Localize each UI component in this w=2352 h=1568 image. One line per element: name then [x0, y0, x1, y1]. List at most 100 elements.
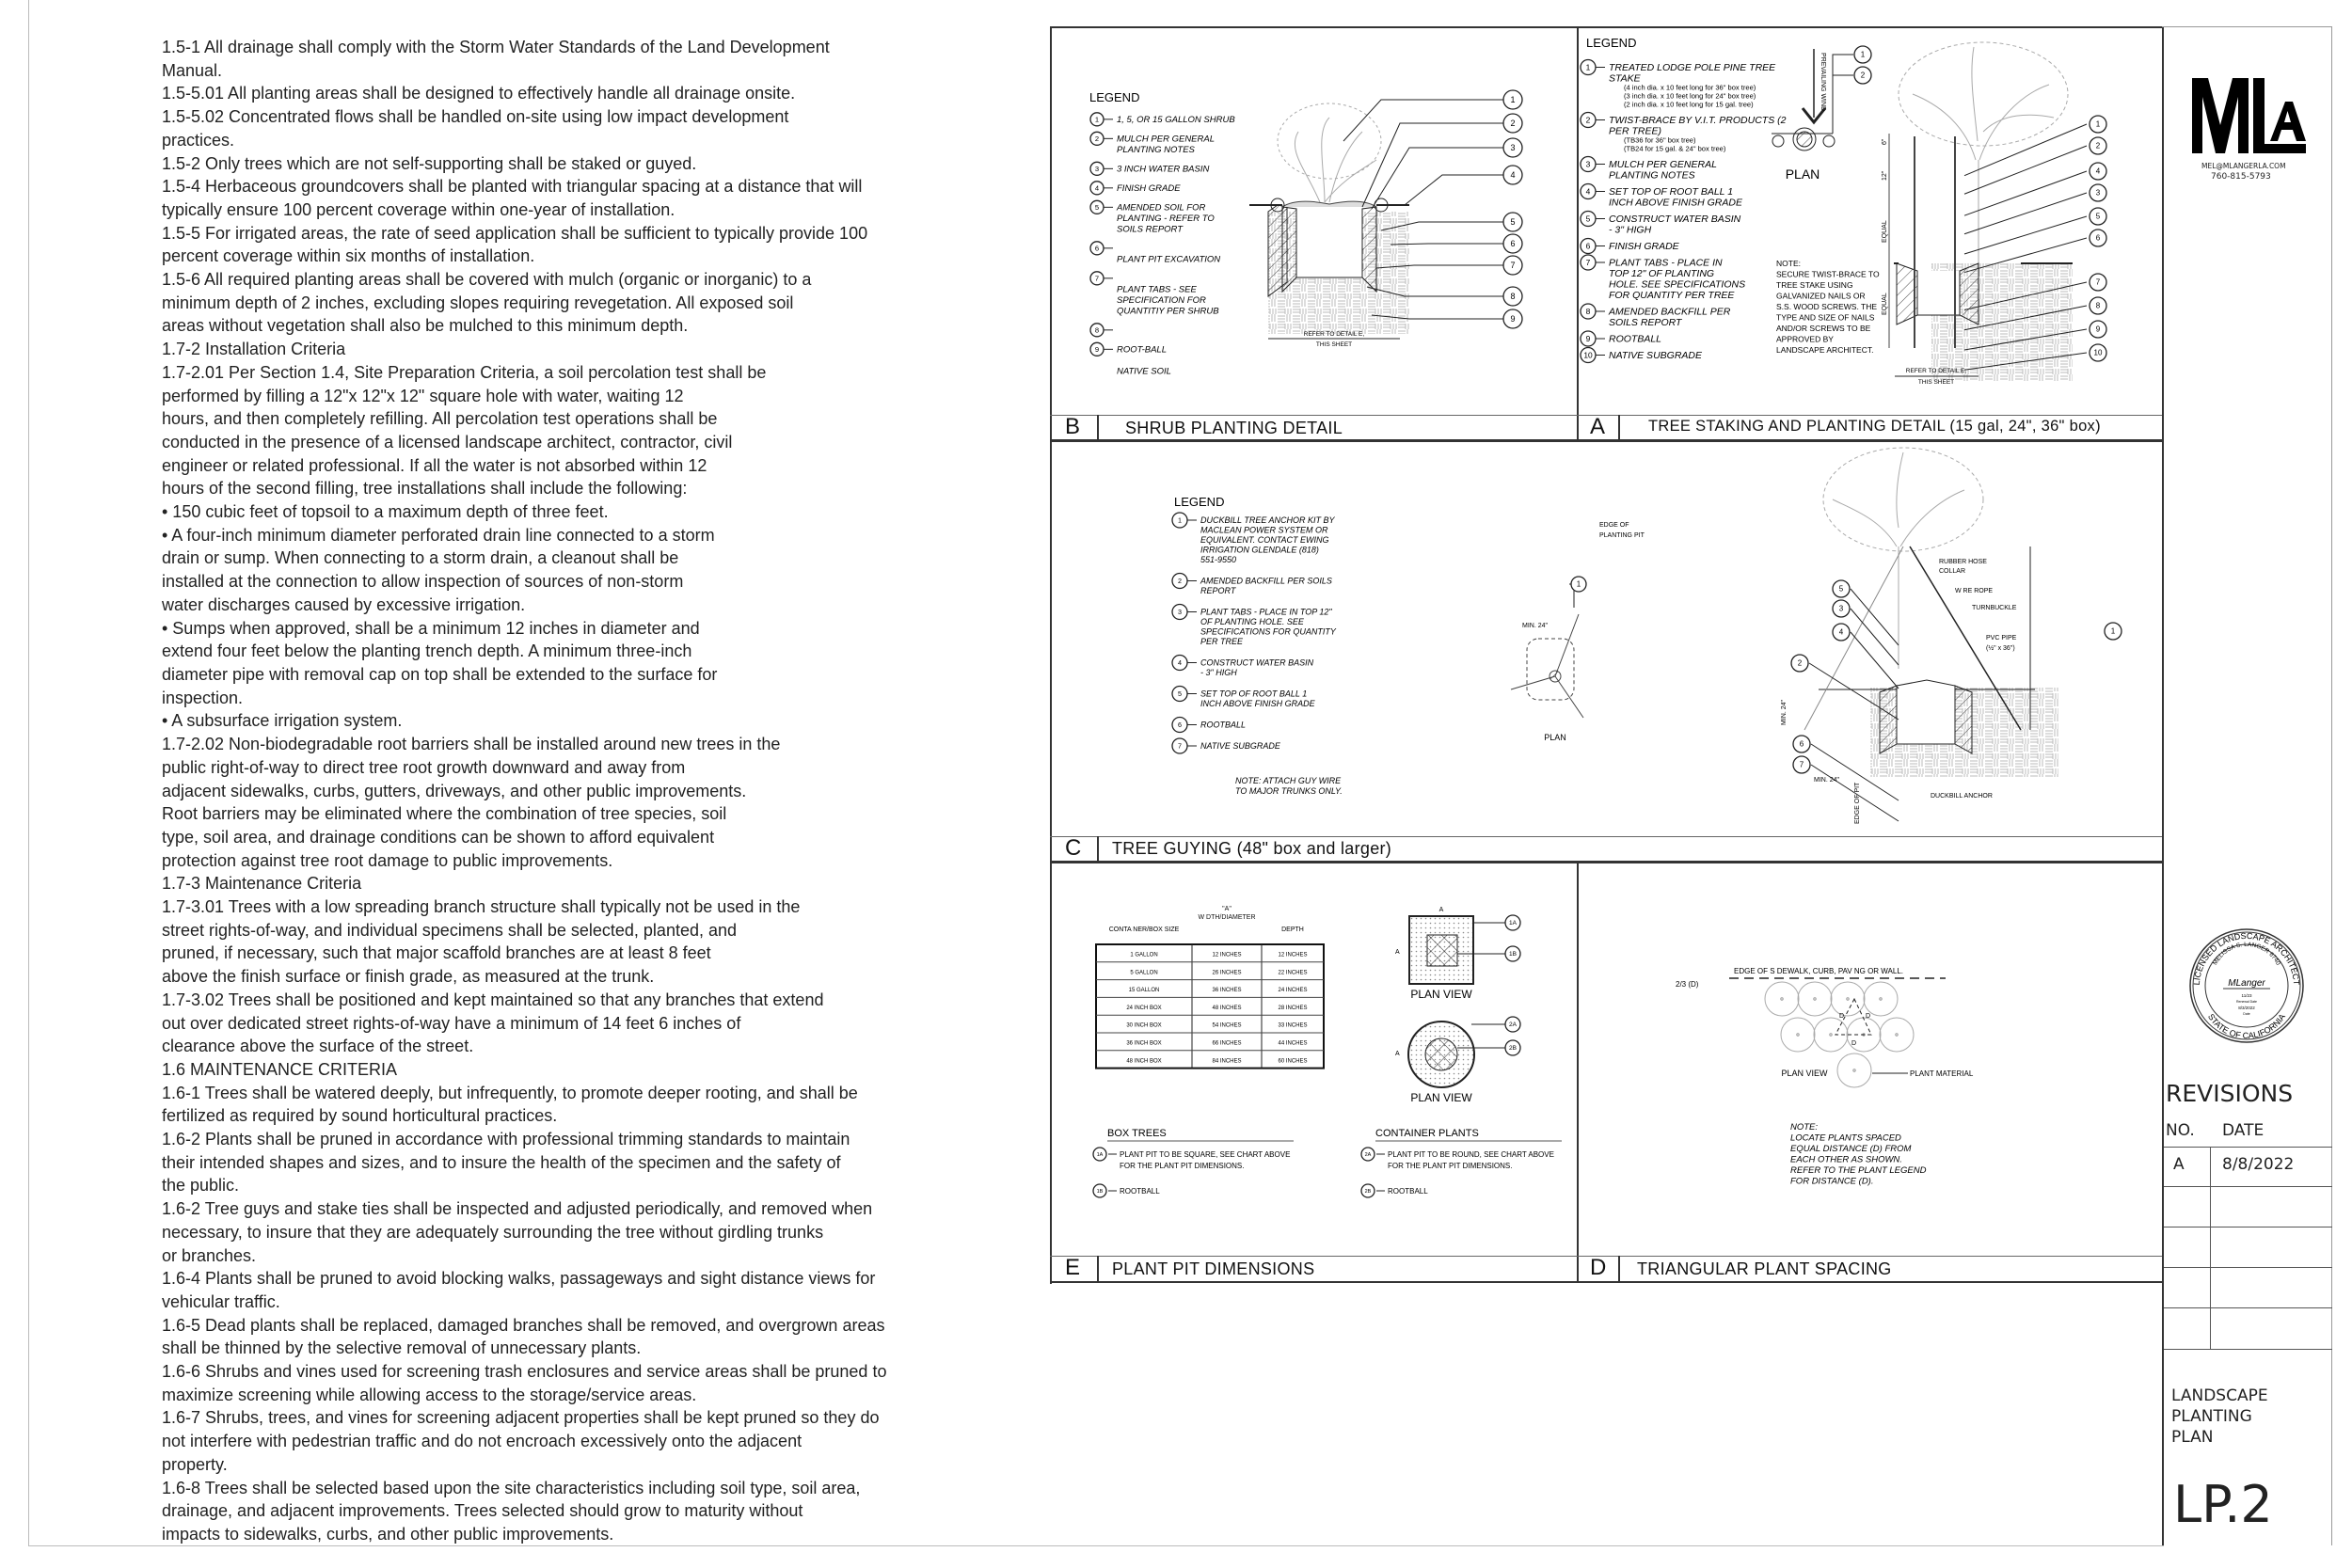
- tree-icon: [1898, 41, 2069, 273]
- note-line: 1.6-8 Trees shall be selected based upon…: [162, 1478, 861, 1497]
- note-line: 1.5-2 Only trees which are not self-supp…: [162, 153, 697, 173]
- legend-text: TWIST-BRACE BY V.I.T. PRODUCTS (2: [1609, 115, 1787, 126]
- legend-text: PER TREE): [1609, 126, 1661, 137]
- table-cell: 54 INCHES: [1212, 1023, 1241, 1029]
- legend-text: AMENDED BACKFILL PER SOILS: [1200, 577, 1332, 586]
- detail-c-title: TREE GUYING (48" box and larger): [1112, 839, 1392, 858]
- callout-number-circle: [2089, 296, 2107, 315]
- legend-text: ROOT-BALL: [1117, 345, 1167, 356]
- table-cell: 1 GALLON: [1130, 953, 1157, 958]
- plant-circle: [1830, 981, 1866, 1017]
- legend-text: INCH ABOVE FINISH GRADE: [1609, 198, 1743, 209]
- note-line: engineer or related professional. If all…: [162, 455, 707, 475]
- legend-subtext: (2 inch dia. x 10 feet long for 15 gal. …: [1624, 101, 1754, 109]
- legend-text: TREATED LODGE POLE PINE TREE: [1609, 62, 1776, 73]
- plan-callout-number: 2: [1861, 71, 1866, 80]
- callout-number: 2B: [1509, 1045, 1517, 1052]
- callout-number-circle: [1792, 735, 1811, 753]
- legend-number: 4: [1178, 658, 1182, 667]
- legend-text: PER TREE: [1200, 637, 1244, 646]
- callout-number: 4: [1510, 170, 1515, 180]
- callout-number: 1A: [1509, 920, 1518, 927]
- legend-text: SPECIFICATION FOR: [1117, 295, 1206, 306]
- legend-text: NATIVE SUBGRADE: [1609, 350, 1703, 361]
- plant-material-label: PLANT MATERIAL: [1910, 1069, 1974, 1078]
- mla-logo: [2187, 73, 2310, 158]
- edge-of-pit-label: EDGE OF PIT: [1854, 782, 1861, 824]
- title-block-top-border: [2162, 26, 2332, 27]
- detail-e-title: PLANT PIT DIMENSIONS: [1112, 1259, 1315, 1278]
- detail-d-title: TRIANGULAR PLANT SPACING: [1637, 1259, 1892, 1278]
- seal-date: 8/3/2022: [2238, 1006, 2255, 1010]
- legend-text: STAKE: [1609, 73, 1642, 85]
- legend-number: 2B: [1365, 1189, 1372, 1195]
- round-pit-plan-icon: [1407, 1021, 1475, 1088]
- table-cell: 24 INCH BOX: [1126, 1006, 1161, 1011]
- offset-label: 2/3 (D): [1676, 980, 1699, 989]
- titlebar-sep-d: [1618, 1256, 1620, 1281]
- table-cell: 36 INCHES: [1212, 988, 1241, 993]
- detail-a-letter: A: [1590, 414, 1606, 439]
- callout-number: 10: [2094, 349, 2103, 357]
- callout-number-circle: [2089, 229, 2107, 247]
- legend-text: PLANTING NOTES: [1117, 145, 1196, 155]
- legend-text: PLANT TABS - SEE: [1117, 285, 1197, 295]
- detail-d-plan-view: PLAN VIEW: [1781, 1069, 1828, 1078]
- callout-number-circle: [1502, 137, 1523, 158]
- container-plants-title: CONTAINER PLANTS: [1375, 1128, 1479, 1139]
- note-text: REFER TO THE PLANT LEGEND: [1790, 1165, 1927, 1176]
- callout-number-circle: [2104, 622, 2122, 641]
- callout-number-circle: [1502, 286, 1523, 307]
- note-line: areas without vegetation shall also be m…: [162, 316, 689, 336]
- legend-text: QUANTITIY PER SHRUB: [1117, 307, 1219, 317]
- note-text: LOCATE PLANTS SPACED: [1790, 1133, 1901, 1144]
- legend-number: 1: [1586, 62, 1591, 71]
- note-text: NOTE: ATTACH GUY WIRE: [1235, 776, 1342, 785]
- note-line: their intended shapes and sizes, and to …: [162, 1152, 841, 1172]
- legend-text: 551-9550: [1200, 555, 1236, 564]
- note-line: • A four-inch minimum diameter perforate…: [162, 525, 715, 545]
- callout-number: 2: [2096, 142, 2101, 150]
- sheet-title-line-3: PLAN: [2171, 1428, 2214, 1447]
- detail-a-plan-callouts: 12: [1832, 45, 1872, 134]
- d-label-bottom: D: [1851, 1040, 1856, 1047]
- callout-number-circle: [1504, 1039, 1521, 1056]
- legend-subtext: (3 inch dia. x 10 feet long for 24" box …: [1624, 92, 1756, 101]
- legend-number: 8: [1586, 307, 1591, 316]
- legend-text: - 3" HIGH: [1609, 225, 1652, 236]
- rev-header-date: DATE: [2222, 1121, 2265, 1140]
- detail-e-letter: E: [1065, 1255, 1081, 1280]
- revision-col-line: [2210, 1147, 2211, 1349]
- note-line: public right-of-way to direct tree root …: [162, 757, 686, 777]
- plan-callout-number: 1: [1861, 51, 1866, 59]
- note-text: NOTE:: [1776, 259, 1801, 268]
- note-line: 1.5-6 All required planting areas shall …: [162, 270, 812, 290]
- legend-subtext: (4 inch dia. x 10 feet long for 36" box …: [1624, 84, 1756, 92]
- pvc-pipe-label-2: (½" x 36"): [1986, 644, 2015, 652]
- note-line: above the finish surface or finish grade…: [162, 967, 655, 987]
- legend-text: FOR THE PLANT PIT DIMENSIONS.: [1388, 1162, 1512, 1170]
- callout-number-circle: [1832, 599, 1851, 618]
- sheet-title-line-2: PLANTING: [2171, 1407, 2252, 1426]
- note-line: 1.7-2.02 Non-biodegradable root barriers…: [162, 735, 781, 754]
- note-line: out over dedicated street rights-of-way …: [162, 1013, 741, 1033]
- note-text: FOR DISTANCE (D).: [1790, 1177, 1874, 1187]
- frame-top: [1050, 26, 2164, 28]
- note-line: • A subsurface irrigation system.: [162, 711, 403, 731]
- legend-number: 3: [1178, 608, 1182, 616]
- callout-number: 2A: [1509, 1022, 1518, 1028]
- seal-renewal: 11/23: [2242, 993, 2252, 998]
- col-divider-bottom: [1577, 863, 1579, 1282]
- note-text: EQUAL DISTANCE (D) FROM: [1790, 1144, 1912, 1154]
- note-line: adjacent sidewalks, curbs, gutters, driv…: [162, 781, 747, 800]
- wire-rope-label: W RE ROPE: [1955, 588, 1993, 594]
- dim-12in: 12": [1882, 170, 1888, 181]
- callout-number-circle: [1504, 914, 1521, 931]
- dim-equal-lower: EQUAL: [1882, 293, 1888, 315]
- legend-number: 2: [1178, 577, 1182, 585]
- legend-number: 6: [1095, 244, 1099, 252]
